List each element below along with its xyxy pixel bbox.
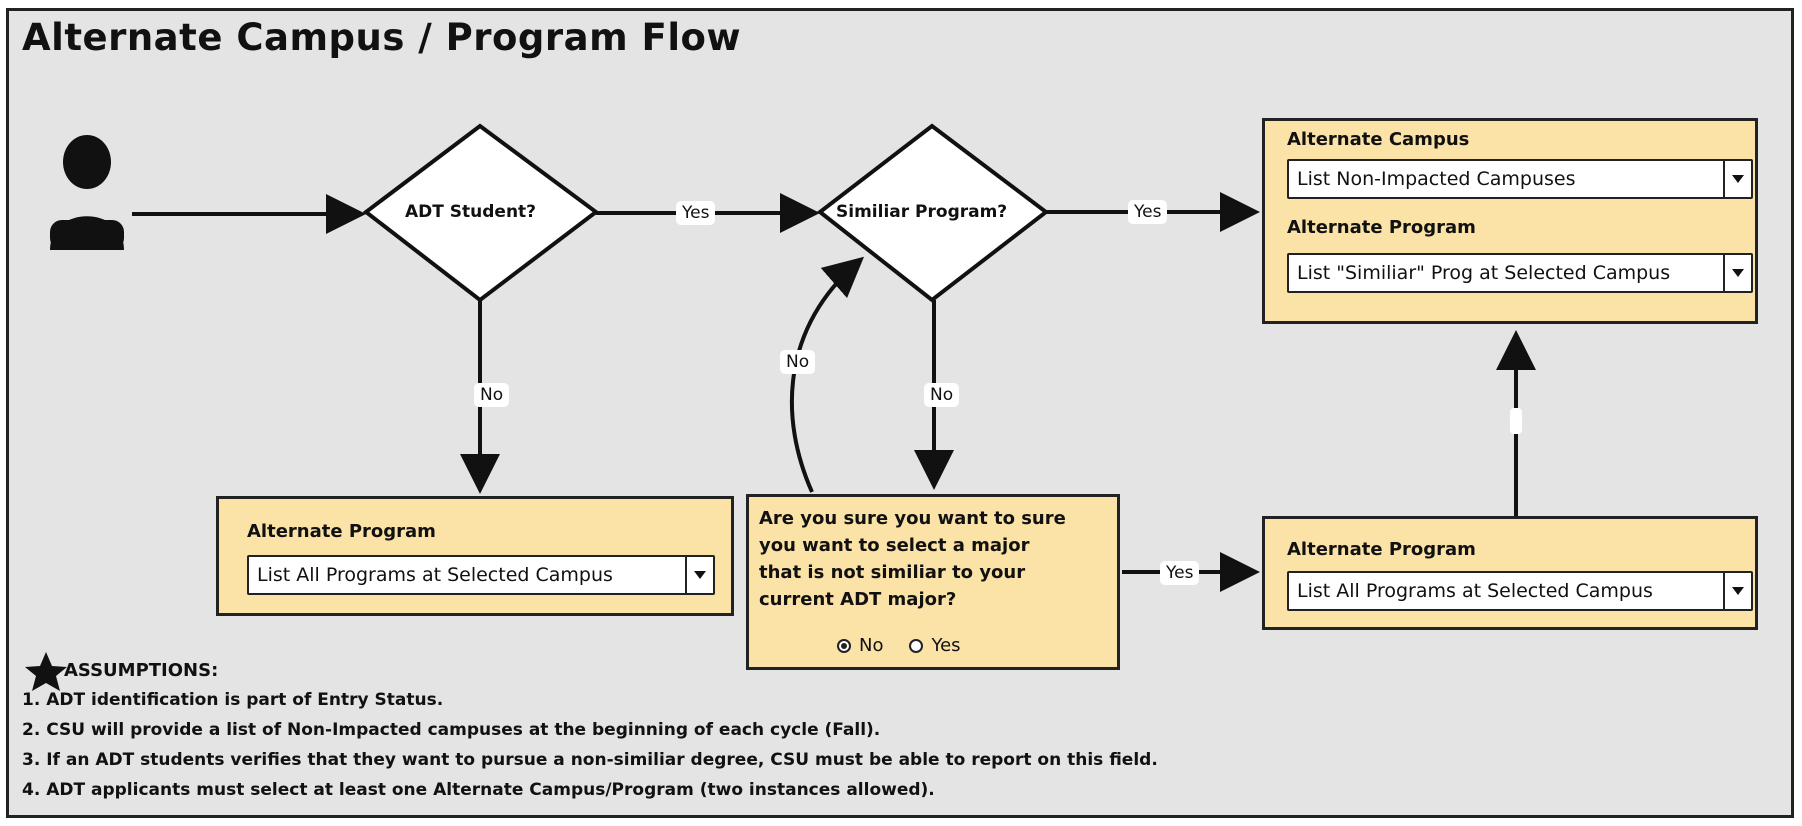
confirm-options: No Yes xyxy=(837,635,961,656)
alternate-program-title-bottom: Alternate Program xyxy=(1287,539,1476,560)
assumption-item-3: 3. If an ADT students verifies that they… xyxy=(22,750,1158,770)
confirm-question-line-1: Are you sure you want to sure xyxy=(759,508,1066,529)
edge-bottom-to-top-label-gap xyxy=(1510,408,1522,434)
alternate-campus-title: Alternate Campus xyxy=(1287,129,1470,150)
alternate-program-title-left: Alternate Program xyxy=(247,521,436,542)
edge-label-similar-no: No xyxy=(924,383,960,407)
chevron-down-icon[interactable] xyxy=(1723,255,1751,291)
edge-label-similar-yes: Yes xyxy=(1128,200,1168,224)
assumption-item-2: 2. CSU will provide a list of Non-Impact… xyxy=(22,720,881,740)
radio-yes-label: Yes xyxy=(931,635,961,656)
user-icon xyxy=(50,135,124,250)
confirm-question-line-4: current ADT major? xyxy=(759,589,957,610)
radio-no-label: No xyxy=(859,635,884,656)
alternate-program-title-top: Alternate Program xyxy=(1287,217,1476,238)
confirm-panel: Are you sure you want to sure you want t… xyxy=(746,494,1120,670)
adt-student-label: ADT Student? xyxy=(405,202,537,222)
similar-program-label: Similiar Program? xyxy=(836,202,1008,222)
page-title: Alternate Campus / Program Flow xyxy=(22,16,742,59)
confirm-question: Are you sure you want to sure you want t… xyxy=(759,505,1066,613)
all-programs-select-left[interactable]: List All Programs at Selected Campus xyxy=(247,555,715,595)
similar-program-select[interactable]: List "Similiar" Prog at Selected Campus xyxy=(1287,253,1753,293)
edge-confirm-no xyxy=(789,256,865,493)
assumptions-heading: ASSUMPTIONS: xyxy=(64,660,219,681)
radio-yes[interactable] xyxy=(909,638,924,653)
all-programs-value-bottom: List All Programs at Selected Campus xyxy=(1297,580,1653,602)
chevron-down-icon[interactable] xyxy=(1723,161,1751,197)
edge-label-adt-yes: Yes xyxy=(676,201,716,225)
edge-label-adt-no: No xyxy=(474,383,510,407)
star-icon xyxy=(25,652,67,691)
edge-label-confirm-yes: Yes xyxy=(1160,561,1200,585)
assumption-item-4: 4. ADT applicants must select at least o… xyxy=(22,780,935,800)
chevron-down-icon[interactable] xyxy=(1723,573,1751,609)
assumption-item-1: 1. ADT identification is part of Entry S… xyxy=(22,690,444,710)
confirm-question-line-2: you want to select a major xyxy=(759,535,1030,556)
alternate-campus-panel: Alternate Campus List Non-Impacted Campu… xyxy=(1262,118,1758,324)
alternate-program-panel-bottom: Alternate Program List All Programs at S… xyxy=(1262,516,1758,630)
alternate-program-panel-left: Alternate Program List All Programs at S… xyxy=(216,496,734,616)
confirm-question-line-3: that is not similiar to your xyxy=(759,562,1026,583)
radio-no[interactable] xyxy=(837,638,851,653)
alternate-campus-value: List Non-Impacted Campuses xyxy=(1297,168,1576,190)
similar-program-value: List "Similiar" Prog at Selected Campus xyxy=(1297,262,1671,284)
all-programs-select-bottom[interactable]: List All Programs at Selected Campus xyxy=(1287,571,1753,611)
edge-label-confirm-no: No xyxy=(780,350,816,374)
all-programs-value-left: List All Programs at Selected Campus xyxy=(257,564,613,586)
alternate-campus-select[interactable]: List Non-Impacted Campuses xyxy=(1287,159,1753,199)
chevron-down-icon[interactable] xyxy=(685,557,713,593)
